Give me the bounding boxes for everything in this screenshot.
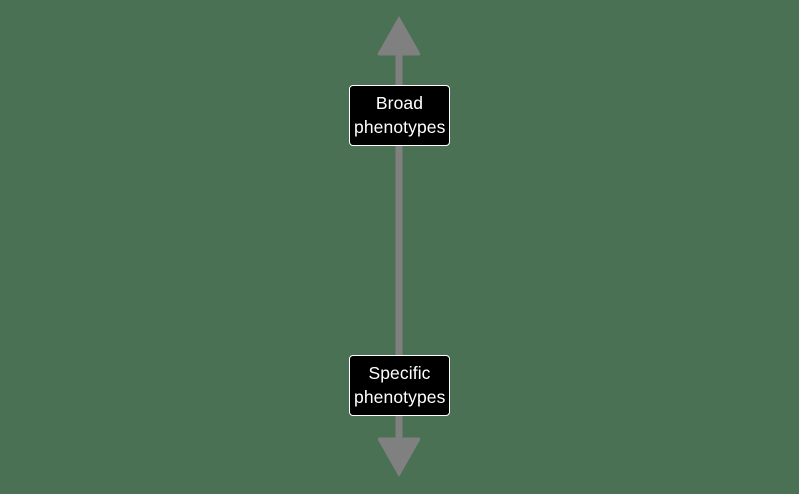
broad-phenotypes-label-line1: Broad	[375, 93, 424, 113]
broad-phenotypes-label: Broad phenotypes	[349, 85, 450, 147]
specific-phenotypes-label-line2: phenotypes	[354, 387, 446, 408]
down-arrowhead	[377, 437, 421, 477]
specific-phenotypes-label: Specific phenotypes	[349, 355, 450, 417]
specific-phenotypes-label-line1: Specific	[368, 363, 431, 383]
up-arrowhead	[377, 16, 421, 56]
axis-shaft	[395, 40, 403, 454]
broad-phenotypes-label-line2: phenotypes	[354, 117, 446, 138]
